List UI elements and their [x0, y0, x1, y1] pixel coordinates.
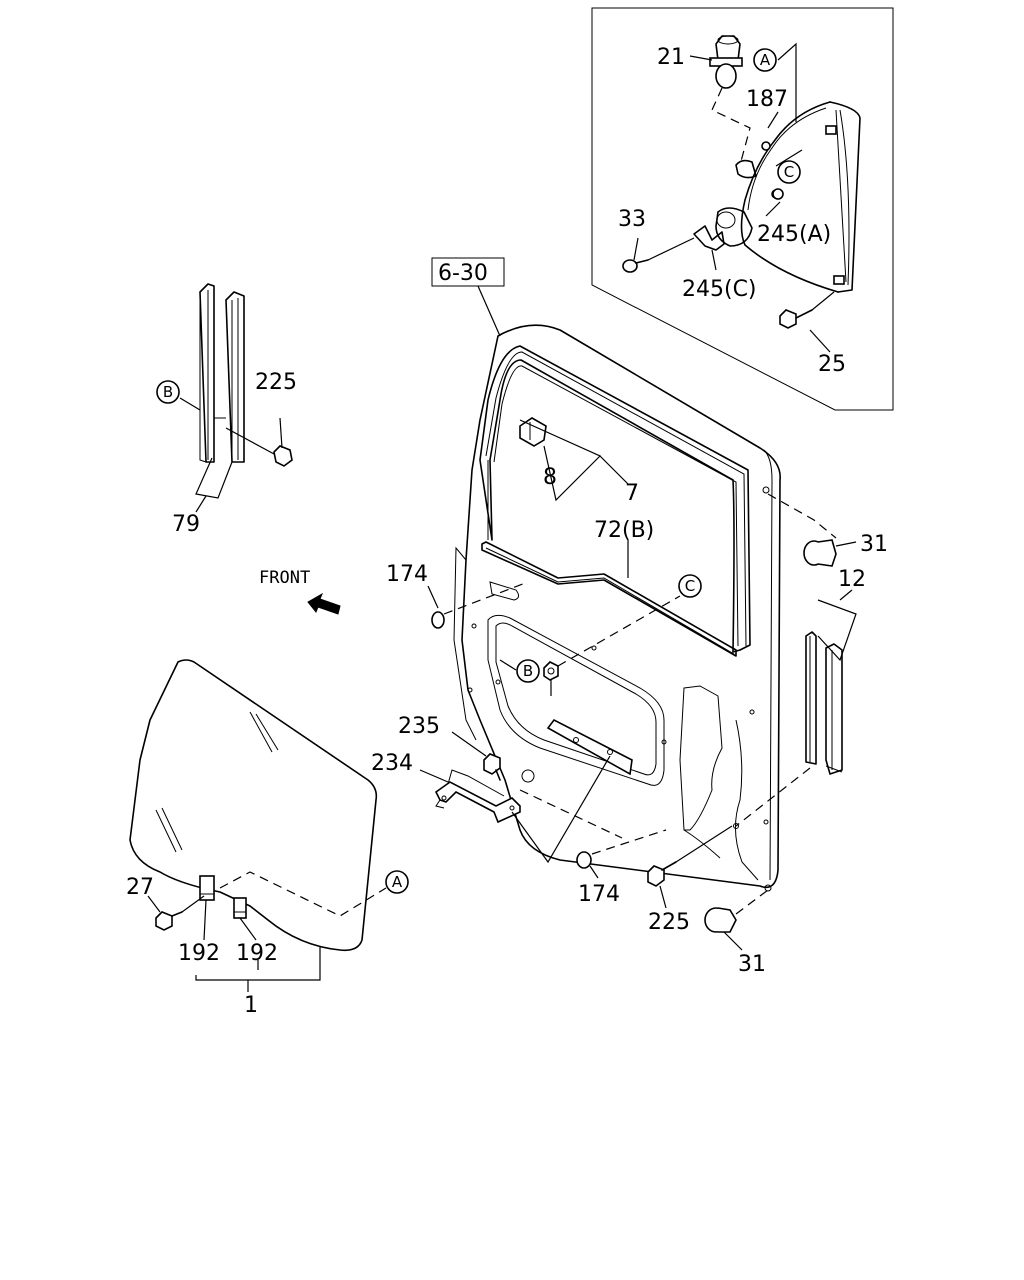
part-225-label: 225: [648, 910, 690, 935]
part-27-label: 27: [126, 875, 154, 900]
regulator-cable: [740, 101, 839, 293]
part-245a-label: 245(A): [757, 222, 831, 247]
glass-clamp-icon: [233, 897, 247, 919]
beltline-strip: [481, 541, 737, 657]
bumper-icon: [803, 539, 837, 567]
bumper-icon: [704, 907, 737, 933]
regulator-bracket: [693, 225, 725, 251]
hole-plug-icon: [431, 611, 445, 629]
part-174-label: 174: [578, 882, 620, 907]
door-inner-panel: [487, 614, 665, 786]
part-235-label: 235: [398, 714, 440, 739]
clip-icon: [519, 417, 547, 447]
run-channel-rear: [225, 291, 245, 463]
door-outer-shell: [461, 324, 781, 889]
cable-clip: [761, 141, 771, 151]
part-72b-label: 72(B): [594, 518, 654, 543]
rail-bracket: [833, 275, 845, 285]
part-25-label: 25: [818, 352, 846, 377]
door-panel: B C 6-30 8 7 72(B) 174 FRONT 31: [259, 257, 888, 977]
nut-icon: [543, 661, 559, 681]
part-33-label: 33: [618, 207, 646, 232]
rail-bracket: [825, 125, 837, 135]
callout-circle-b: [156, 380, 180, 404]
callout-c-label: C: [685, 577, 695, 595]
hole-plug-icon: [576, 851, 592, 869]
callout-a-label: A: [760, 51, 771, 69]
handle-recess: [489, 581, 520, 601]
run-channel-12: [805, 631, 843, 775]
part-187-label: 187: [746, 87, 788, 112]
door-glass-assembly: A 27 192 192 1: [126, 659, 409, 1018]
callout-a-label: A: [392, 873, 403, 891]
part-79-label: 79: [172, 512, 200, 537]
reference-box: [431, 257, 505, 287]
part-1-label: 1: [244, 993, 258, 1018]
part-21-label: 21: [657, 45, 685, 70]
bolt-icon: [779, 309, 813, 329]
regulator-rail: [829, 101, 861, 293]
callout-b-label: B: [523, 662, 533, 680]
bracket-icon: [434, 769, 521, 824]
inset-frame: [591, 7, 894, 411]
part-7-label: 7: [625, 481, 639, 506]
door-pocket: [679, 685, 723, 831]
part-192-label: 192: [178, 941, 220, 966]
bolt-icon: [273, 445, 293, 467]
door-glass: [129, 659, 378, 952]
bolt-icon: [483, 753, 501, 781]
regulator-slot: [546, 718, 633, 776]
nut-icon: [772, 188, 784, 200]
reference-label: 6-30: [438, 261, 488, 286]
callout-circle-c: [678, 574, 702, 598]
callout-circle-a: [753, 48, 777, 72]
window-frame: [479, 345, 751, 653]
callout-circle-b: [516, 659, 540, 683]
regulator-drum: [715, 207, 753, 247]
screw-icon: [622, 259, 649, 273]
part-192-label: 192: [236, 941, 278, 966]
callout-circle-c: [777, 160, 801, 184]
glass-clamp-icon: [199, 875, 215, 901]
motor-icon: [709, 35, 743, 89]
part-31-label: 31: [860, 532, 888, 557]
part-245c-label: 245(C): [682, 277, 757, 302]
callout-circle-a: [385, 870, 409, 894]
regulator-inset: A C 21 187 33 245(A) 245(C) 25: [591, 7, 894, 411]
part-8-label: 8: [543, 465, 557, 490]
bolt-icon: [155, 911, 183, 931]
front-label: FRONT: [259, 568, 310, 588]
run-channel: [199, 283, 215, 463]
channel-assembly-79: B 225 79: [156, 283, 297, 537]
part-31-label: 31: [738, 952, 766, 977]
part-234-label: 234: [371, 751, 413, 776]
cable-clamp: [735, 159, 757, 179]
callout-c-label: C: [784, 163, 794, 181]
bolt-icon: [647, 861, 677, 887]
part-225-label: 225: [255, 370, 297, 395]
part-12-label: 12: [838, 567, 866, 592]
part-174-label: 174: [386, 562, 428, 587]
callout-b-label: B: [163, 383, 173, 401]
front-arrow-icon: [307, 592, 341, 615]
